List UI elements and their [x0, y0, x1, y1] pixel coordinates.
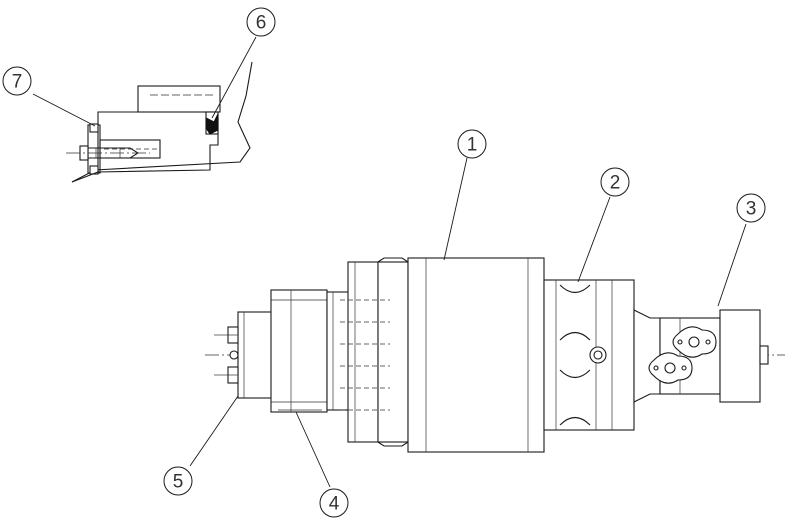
- callout-3: 3: [736, 193, 766, 223]
- coolant-fitting-lower: [648, 352, 693, 384]
- left-flange: [340, 257, 409, 447]
- detail-nut: [89, 123, 99, 133]
- callout-balloons: 1 2 3 4 5 6 7: [2, 7, 766, 518]
- coolant-fitting-upper: [672, 326, 717, 358]
- main-body: [407, 257, 545, 453]
- svg-text:1: 1: [467, 135, 478, 156]
- detail-seal: [205, 111, 219, 135]
- detail-section-view: [66, 61, 253, 183]
- callout-2: 2: [600, 167, 630, 197]
- leader-lines: [32, 36, 747, 488]
- callout-7: 7: [2, 66, 32, 96]
- rear-ring: [326, 291, 350, 411]
- svg-text:2: 2: [610, 173, 621, 194]
- callout-6: 6: [246, 7, 276, 37]
- detail-top-block: [137, 85, 221, 113]
- callout-4: 4: [319, 488, 349, 518]
- detail-bolt: [66, 145, 150, 161]
- svg-text:7: 7: [12, 72, 23, 93]
- front-nose: [633, 309, 769, 403]
- callout-5: 5: [163, 466, 193, 496]
- svg-text:4: 4: [329, 494, 340, 515]
- svg-text:5: 5: [173, 472, 184, 493]
- spindle-assembly: [205, 257, 785, 453]
- rear-housing: [270, 289, 328, 413]
- svg-text:3: 3: [746, 199, 757, 220]
- callout-1: 1: [457, 129, 487, 159]
- front-housing: [543, 279, 635, 431]
- svg-text:6: 6: [256, 13, 267, 34]
- detail-housing-outline: [71, 61, 253, 183]
